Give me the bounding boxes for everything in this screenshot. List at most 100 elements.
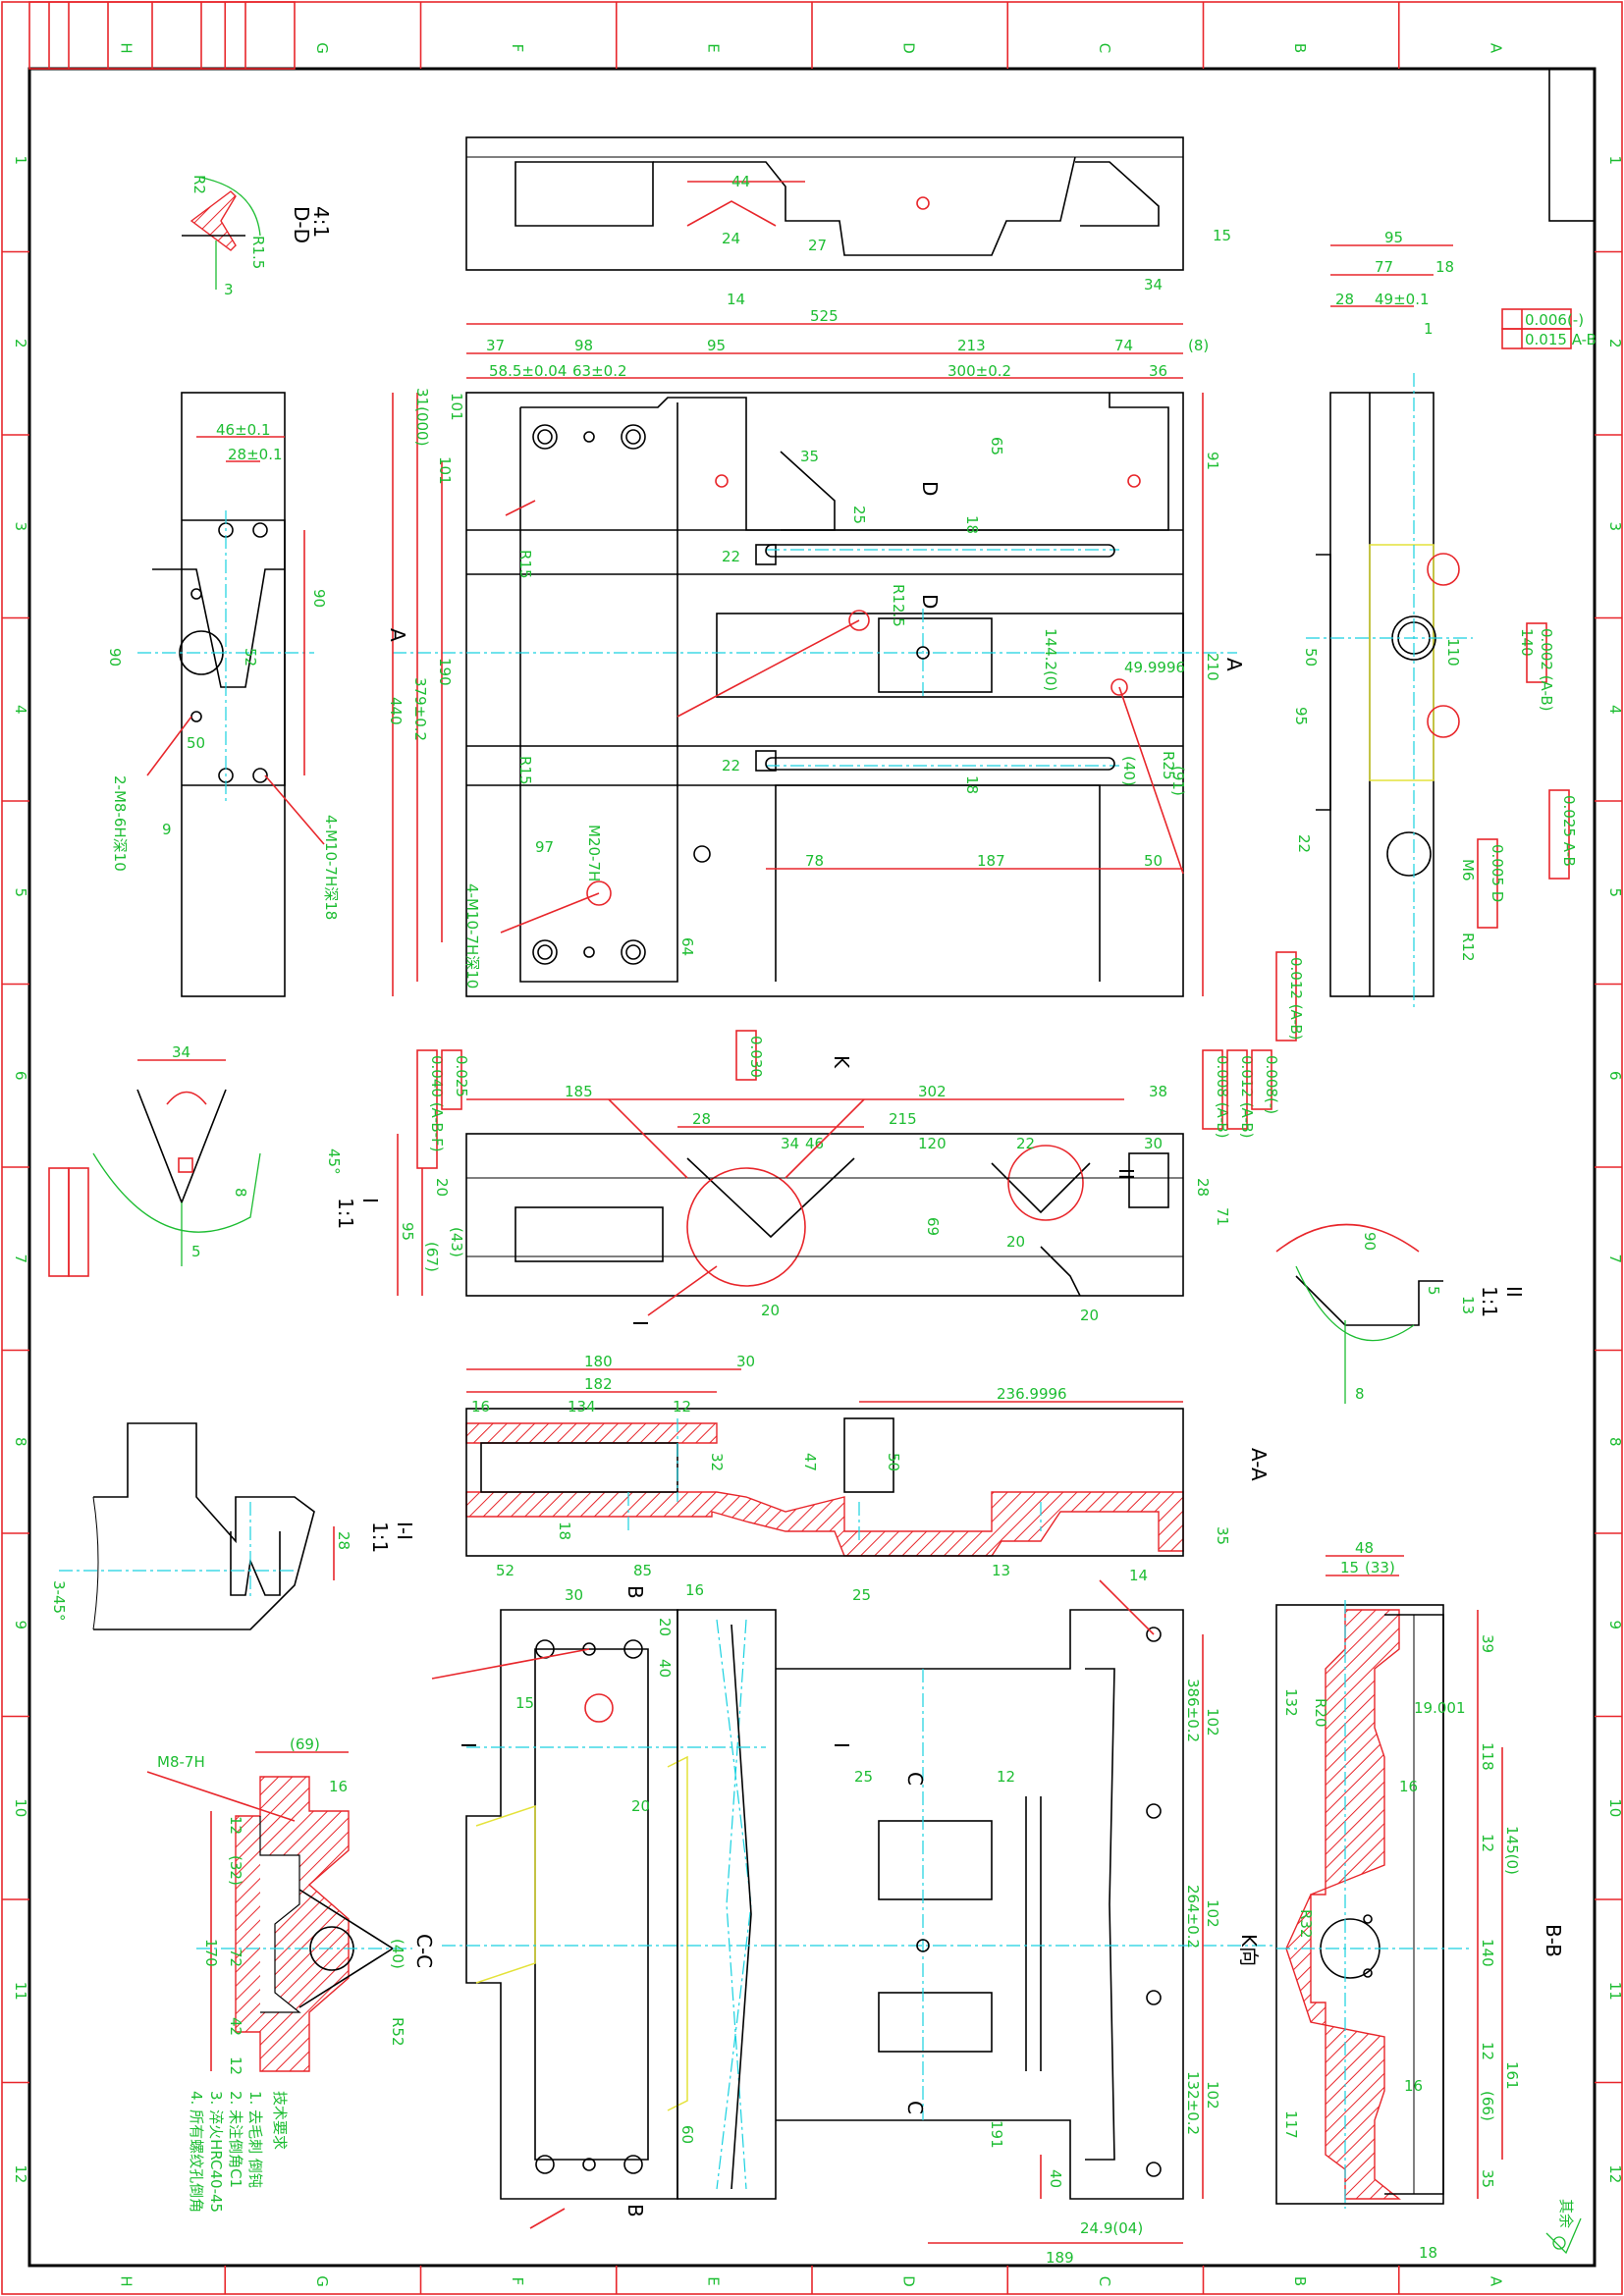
zone-number-8-right: 8 [1606,1437,1624,1447]
front-dim-43: (43) [448,1227,465,1257]
top-misc-65: 65 [988,437,1005,455]
roughness-note-text: 其余 [1557,2199,1575,2228]
zone-letter-g-bottom: G [313,2275,331,2287]
detail-i-title: I [358,1198,382,1203]
side-tol-flatness: 0.006(-) [1525,311,1584,329]
top-dim-190: 190 [436,658,454,686]
cc-title: C-C [412,1934,436,1968]
side-dim-77: 77 [1375,258,1393,276]
side-dim-28: 28 [1335,291,1354,308]
front-dim-20b: 20 [1080,1307,1099,1324]
aa-dim-180: 180 [584,1353,613,1370]
cc-dim-69: (69) [290,1735,320,1753]
detail-dd-dim-r15: R1.5 [249,236,267,269]
bottom-label-c-top: C [903,1772,927,1786]
bottom-view: 30 16 15 20 20 40 12 25 102 386±0.2 102 … [431,1579,1276,2267]
zone-letter-c-top: C [1096,43,1113,53]
bb-dim-161: 161 [1503,2061,1521,2090]
zone-letter-c-bottom: C [1096,2276,1113,2286]
strip-dim-27: 27 [808,237,827,254]
cc-dim-r52: R52 [389,2017,406,2047]
strip-dim-15: 15 [1213,227,1231,244]
aa-dim-50: 50 [885,1453,902,1471]
top-misc-49: 49.9996 [1124,659,1185,676]
side-tol-0025: 0.025 A-B [1560,795,1578,867]
section-mark-a-right: A [1222,658,1246,671]
bb-dim-33: (33) [1365,1559,1395,1576]
roughness-note: 其余 [1545,2199,1582,2255]
top-dim-98: 98 [574,337,593,354]
strip-dim-44: 44 [731,173,750,190]
bb-dim-117: 117 [1282,2110,1300,2139]
top-strip-view: 44 24 27 34 15 14 [465,136,1231,308]
left-dim-9: 9 [162,821,172,838]
bb-dim-16a: 16 [1399,1778,1418,1795]
detail-dd-title: D-D [290,206,313,243]
detail-i-dim-5: 5 [191,1243,201,1260]
top-dim-31: 31(000) [413,388,431,446]
cc-dim-12b: 12 [227,2056,244,2075]
left-dim-90a: 90 [310,589,328,608]
bb-title: B-B [1542,1924,1565,1957]
top-dim-58-5: 58.5±0.04 [489,362,567,380]
left-dim-50: 50 [187,734,205,752]
cc-dim-40: (40) [389,1939,406,1969]
aa-dim-30: 30 [736,1353,755,1370]
top-dim-95: 95 [707,337,726,354]
side-tol-0002: 0.002 (A-B) [1538,628,1555,712]
zone-letter-d-top: D [900,42,918,54]
aa-dim-18: 18 [556,1522,573,1540]
front-dim-67: (67) [423,1242,441,1272]
top-misc-25: 25 [850,506,868,524]
ii-small-dim-chamfer: 3-45° [50,1580,68,1622]
tech-note-1: 1. 去毛刺 倒钝 [246,2091,264,2188]
top-radius-r25: R25 [1160,751,1177,780]
detail-dd-dim-3: 3 [224,281,234,298]
front-tol-0008: 0.008 (A-B) [1214,1055,1231,1139]
zone-letter-h-bottom: H [118,2275,135,2286]
bb-dim-66: (66) [1479,2091,1496,2121]
detail-ii-dim-90: 90 [1361,1232,1379,1251]
bottom-label-i-right: I [830,1742,853,1748]
aa-title: A-A [1247,1448,1271,1481]
front-dim-20c: 20 [1006,1233,1025,1251]
side-tol-parallel-ab: 0.012 (A-B) [1287,957,1305,1041]
bottom-dim-20b: 20 [656,1618,674,1636]
top-dim-22a: 22 [722,548,740,565]
cc-dim-42: 42 [227,2017,244,2036]
bottom-dim-12: 12 [997,1768,1015,1786]
zone-number-3-left: 3 [12,521,29,531]
bottom-label-i-left: I [457,1742,480,1748]
front-dim-120: 120 [918,1135,947,1152]
aa-dim-182: 182 [584,1375,613,1393]
top-misc-thread-m20: M20-7H [585,825,603,881]
detail-dd-dim-r2: R2 [190,175,208,194]
front-dim-38: 38 [1149,1083,1167,1100]
left-dim-28: 28±0.1 [228,446,283,463]
tech-notes-heading: 技术要求 [271,2091,289,2150]
section-mark-d-lower: D [918,594,942,609]
tech-note-4: 4. 所有螺纹孔倒角 [188,2091,205,2213]
cc-dim-16: 16 [329,1778,348,1795]
bottom-dim-40b: 40 [1047,2169,1064,2188]
top-dim-18b: 18 [963,775,981,794]
zone-number-5-left: 5 [12,887,29,897]
bb-dim-12b: 12 [1479,2042,1496,2060]
bottom-dim-30: 30 [565,1586,583,1604]
tech-note-2: 2. 未注倒角C1 [227,2091,244,2188]
strip-dim-14: 14 [727,291,745,308]
top-dim-101a: 101 [436,456,454,485]
aa-dim-47: 47 [801,1453,819,1471]
front-dim-95: 95 [399,1222,416,1241]
aa-dim-25: 25 [852,1586,871,1604]
bottom-dim-102b: 102 [1204,1899,1221,1928]
top-misc-35: 35 [800,448,819,465]
zone-number-4-right: 4 [1606,705,1624,715]
zone-number-9-left: 9 [12,1620,29,1629]
zone-number-2-right: 2 [1606,339,1624,348]
zone-number-1-left: 1 [12,155,29,165]
top-dim-213: 213 [957,337,986,354]
aa-dim-16: 16 [471,1398,490,1415]
bb-dim-r20: R20 [1312,1698,1329,1728]
